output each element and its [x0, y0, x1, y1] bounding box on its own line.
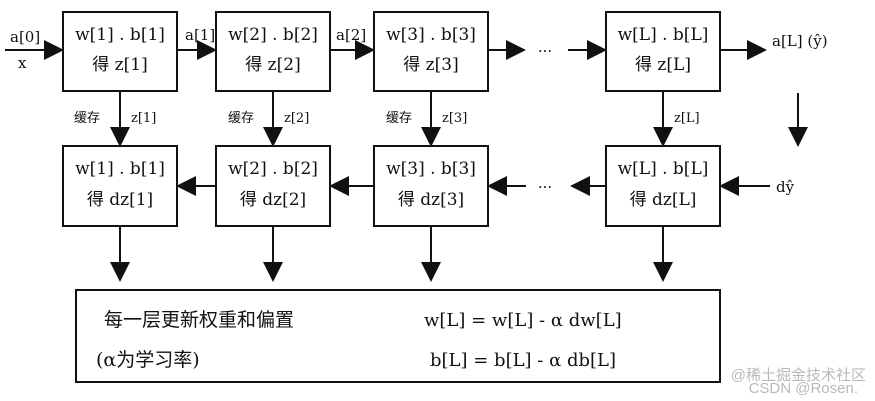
link-a2-label: a[2]: [336, 26, 366, 44]
update-box: [75, 289, 721, 383]
cache-value-3: z[3]: [442, 111, 467, 126]
backward-box-1-output: 得 dz[1]: [87, 190, 153, 210]
backward-box-2: [215, 145, 331, 227]
backward-box-3-params: w[3] . b[3]: [386, 159, 476, 179]
cache-value-2: z[2]: [284, 111, 309, 126]
forward-box-3-output: 得 z[3]: [403, 55, 458, 75]
update-note: (α为学习率): [96, 349, 200, 371]
forward-box-2-params: w[2] . b[2]: [228, 25, 318, 45]
update-title: 每一层更新权重和偏置: [104, 309, 294, 331]
cache-label-1: 缓存: [74, 111, 100, 126]
backward-box-1-params: w[1] . b[1]: [75, 159, 165, 179]
forward-box-1: [62, 11, 178, 92]
backward-box-2-output: 得 dz[2]: [240, 190, 306, 210]
forward-ellipsis: ···: [538, 42, 552, 60]
forward-box-L-output: 得 z[L]: [635, 55, 691, 75]
input-x-label: x: [18, 54, 27, 72]
input-a0-label: a[0]: [10, 28, 40, 46]
forward-box-L-params: w[L] . b[L]: [618, 25, 709, 45]
backward-box-2-params: w[2] . b[2]: [228, 159, 318, 179]
backward-box-L-output: 得 dz[L]: [630, 190, 697, 210]
watermark-csdn: CSDN @Rosen.: [749, 380, 858, 397]
forward-box-L: [605, 11, 721, 92]
forward-box-2: [215, 11, 331, 92]
cache-label-2: 缓存: [228, 111, 254, 126]
forward-box-1-output: 得 z[1]: [92, 55, 147, 75]
link-a1-label: a[1]: [185, 26, 215, 44]
backward-box-L-params: w[L] . b[L]: [618, 159, 709, 179]
backward-ellipsis: ···: [538, 178, 552, 196]
forward-box-1-params: w[1] . b[1]: [75, 25, 165, 45]
forward-box-2-output: 得 z[2]: [245, 55, 300, 75]
watermark-juejin: @稀土掘金技术社区: [731, 367, 866, 384]
forward-box-3: [373, 11, 489, 92]
backward-box-L: [605, 145, 721, 227]
cache-value-1: z[1]: [131, 111, 156, 126]
output-label: a[L] (ŷ): [772, 32, 828, 50]
update-formula-w: w[L] = w[L] - α dw[L]: [424, 310, 622, 331]
update-formula-b: b[L] = b[L] - α db[L]: [430, 350, 616, 371]
backward-box-3-output: 得 dz[3]: [398, 190, 464, 210]
backward-input-label: dŷ: [776, 178, 795, 196]
backward-box-3: [373, 145, 489, 227]
backward-box-1: [62, 145, 178, 227]
cache-label-3: 缓存: [386, 111, 412, 126]
cache-value-L: z[L]: [674, 111, 700, 126]
forward-box-3-params: w[3] . b[3]: [386, 25, 476, 45]
